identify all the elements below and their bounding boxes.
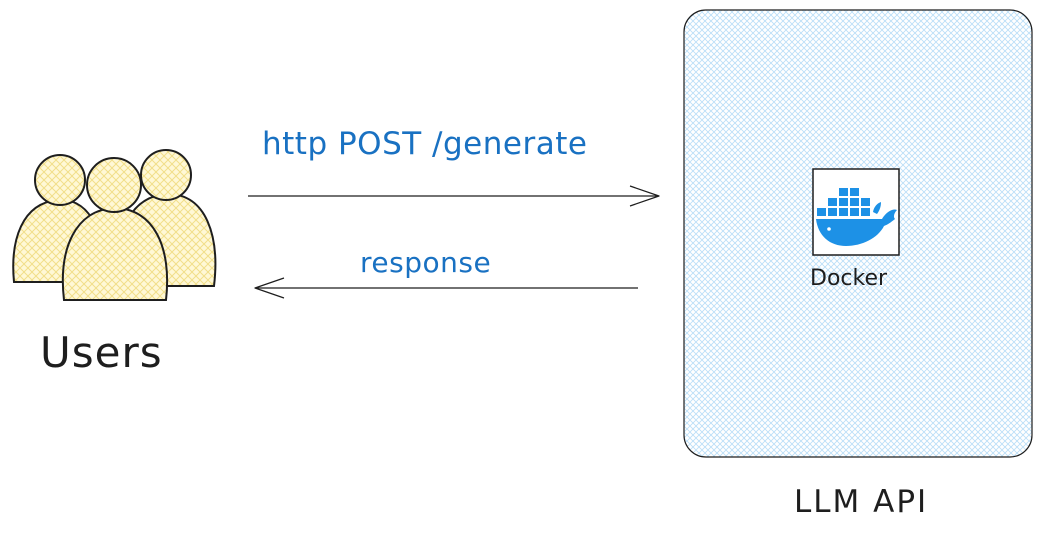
users-label: Users bbox=[40, 328, 163, 377]
docker-label: Docker bbox=[810, 266, 888, 291]
response-arrow bbox=[254, 277, 638, 299]
docker-whale-icon bbox=[812, 168, 900, 256]
user-center-icon bbox=[61, 157, 169, 301]
request-edge-label: http POST /generate bbox=[262, 126, 588, 162]
llm-api-label: LLM API bbox=[794, 484, 929, 520]
response-edge-label: response bbox=[360, 246, 492, 279]
request-arrow bbox=[248, 185, 660, 207]
users-group-icon bbox=[12, 149, 217, 301]
